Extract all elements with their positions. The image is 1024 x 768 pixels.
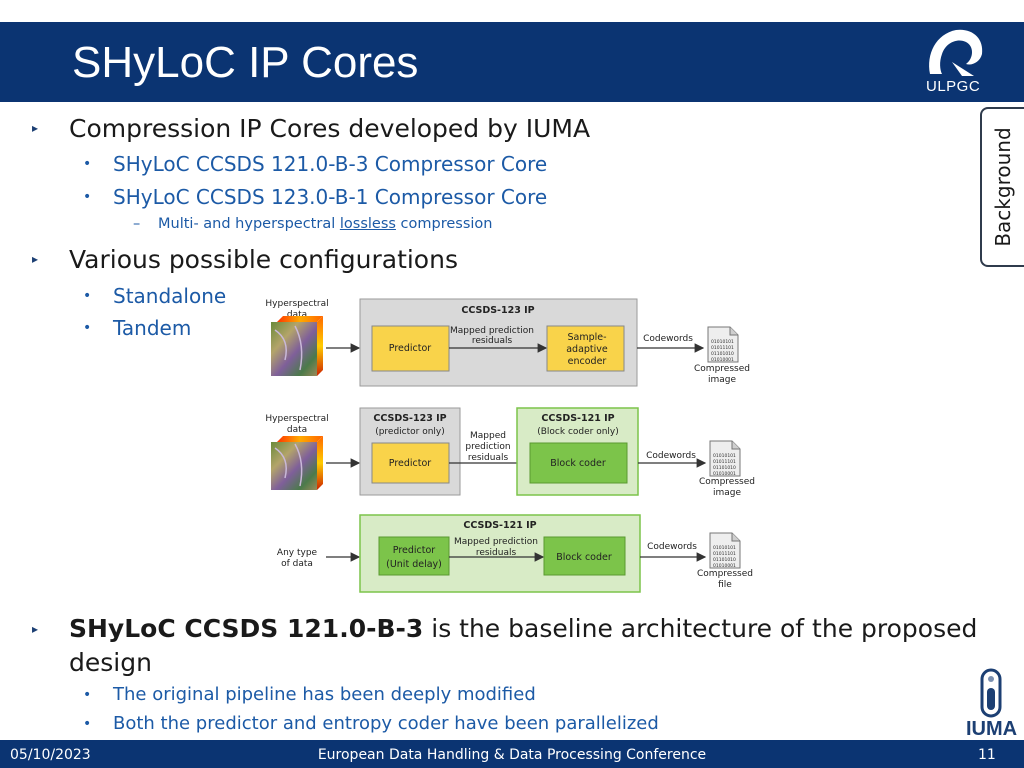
iuma-logo-icon (980, 668, 1002, 718)
subsubbullet-lossless: Multi- and hyperspectral lossless compre… (158, 216, 493, 232)
encoder-label: adaptive (566, 344, 608, 355)
input-label: data (287, 310, 307, 320)
subbullet-121-core: SHyLoC CCSDS 121.0-B-3 Compressor Core (113, 152, 548, 176)
binary-line: 01011101 (713, 551, 736, 557)
bullet-baseline-architecture-line2: design (69, 648, 152, 677)
block-coder-label: Block coder (556, 552, 612, 563)
document-icon: 01010101 01011101 01101010 01010001 (709, 440, 741, 477)
binary-line: 01010101 (713, 545, 736, 551)
output-label: image (708, 375, 736, 385)
block-coder-block (529, 442, 628, 484)
subbullet-parallelized: Both the predictor and entropy coder hav… (113, 713, 659, 734)
binary-line: 01010101 (713, 453, 736, 459)
encoder-block (546, 325, 625, 372)
binary-line: 01101010 (713, 557, 736, 563)
input-label: data (287, 425, 307, 435)
ip-title: CCSDS-123 IP (461, 305, 534, 316)
footer-conference: European Data Handling & Data Processing… (317, 747, 707, 763)
output-label: Compressed (694, 364, 750, 374)
bullet-configurations: Various possible configurations (69, 245, 458, 274)
ulpgc-logo-text: ULPGC (926, 78, 981, 95)
binary-line: 01010001 (713, 563, 736, 569)
predictor-block (371, 325, 450, 372)
bullet-dot-icon: • (83, 716, 92, 732)
binary-line: 01010101 (711, 339, 734, 345)
subbullet-123-core: SHyLoC CCSDS 123.0-B-1 Compressor Core (113, 185, 548, 209)
hyperspectral-cube-icon (271, 316, 323, 376)
codewords-label: Codewords (646, 451, 696, 461)
input-label: Any type (277, 548, 318, 558)
binary-line: 01010001 (711, 357, 734, 363)
block-coder-label: Block coder (550, 458, 606, 469)
bullet-arrow-icon: ▸ (32, 252, 39, 266)
block-coder-block (543, 536, 626, 576)
subbullet-pipeline-modified: The original pipeline has been deeply mo… (113, 684, 536, 705)
hyperspectral-cube-icon (271, 436, 323, 490)
output-label: file (718, 580, 732, 590)
subbullet-standalone: Standalone (113, 284, 227, 308)
unit-delay-predictor-block (378, 536, 450, 576)
output-label: Compressed (697, 569, 753, 579)
footer-page-number: 11 (978, 747, 996, 763)
ip-subtitle: (Block coder only) (537, 427, 619, 437)
binary-line: 01011101 (713, 459, 736, 465)
mapped-label: residuals (468, 453, 509, 463)
footer-bar (0, 740, 1024, 768)
bullet-arrow-icon: ▸ (32, 622, 39, 636)
predictor-label: Predictor (389, 343, 432, 354)
diagram-tandem: Hyperspectral data CCSDS-123 IP (predict… (265, 407, 755, 498)
diagram-standalone-123: Hyperspectral data CCSDS-123 IP Predicto… (265, 298, 750, 387)
ip-subtitle: (predictor only) (375, 427, 445, 437)
predictor-label: Predictor (393, 545, 436, 556)
input-label: of data (281, 559, 313, 569)
diagram-standalone-121: Any type of data CCSDS-121 IP Predictor … (277, 514, 753, 593)
input-label: Hyperspectral (265, 299, 328, 309)
bullet-baseline-architecture: SHyLoC CCSDS 121.0-B-3 is the baseline a… (69, 614, 978, 643)
binary-line: 01010001 (713, 471, 736, 477)
side-tab-label: Background (991, 127, 1015, 247)
bullet-arrow-icon: ▸ (32, 121, 39, 135)
bullet-dot-icon: • (83, 288, 92, 304)
ip-title: CCSDS-121 IP (541, 413, 614, 424)
bullet-dot-icon: • (83, 320, 92, 336)
document-icon: 01010101 01011101 01101010 01010001 (707, 326, 739, 363)
subbullet-tandem: Tandem (113, 316, 192, 340)
ulpgc-logo-icon (929, 29, 983, 76)
ip-title: CCSDS-123 IP (373, 413, 446, 424)
side-tab-background[interactable]: Background (980, 107, 1024, 267)
predictor-label: (Unit delay) (386, 559, 442, 570)
bullet-dot-icon: • (83, 189, 92, 205)
binary-line: 01101010 (713, 465, 736, 471)
binary-line: 01011101 (711, 345, 734, 351)
output-label: Compressed (699, 477, 755, 487)
iuma-logo-text: IUMA (966, 718, 1018, 740)
header-bar (0, 22, 1024, 102)
slide-title: SHyLoC IP Cores (72, 38, 419, 87)
binary-line: 01101010 (711, 351, 734, 357)
encoder-label: Sample- (567, 332, 606, 343)
mapped-label: Mapped (470, 431, 506, 441)
encoder-label: encoder (568, 356, 607, 367)
mapped-label: Mapped prediction (450, 326, 534, 336)
bullet-dot-icon: • (83, 156, 92, 172)
codewords-label: Codewords (643, 334, 693, 344)
footer-date: 05/10/2023 (10, 747, 91, 763)
mapped-label: prediction (465, 442, 510, 452)
input-label: Hyperspectral (265, 414, 328, 424)
ip-title: CCSDS-121 IP (463, 520, 536, 531)
codewords-label: Codewords (647, 542, 697, 552)
document-icon: 01010101 01011101 01101010 01010001 (709, 532, 741, 569)
bullet-dot-icon: • (83, 687, 92, 703)
mapped-label: residuals (472, 336, 513, 346)
predictor-block (371, 442, 450, 484)
configurations-diagram: Hyperspectral data CCSDS-123 IP Predicto… (265, 298, 755, 593)
mapped-label: Mapped prediction (454, 537, 538, 547)
output-label: image (713, 488, 741, 498)
predictor-label: Predictor (389, 458, 432, 469)
bullet-compression-ip-cores: Compression IP Cores developed by IUMA (69, 114, 591, 143)
mapped-label: residuals (476, 548, 517, 558)
dash-icon: – (133, 216, 141, 232)
